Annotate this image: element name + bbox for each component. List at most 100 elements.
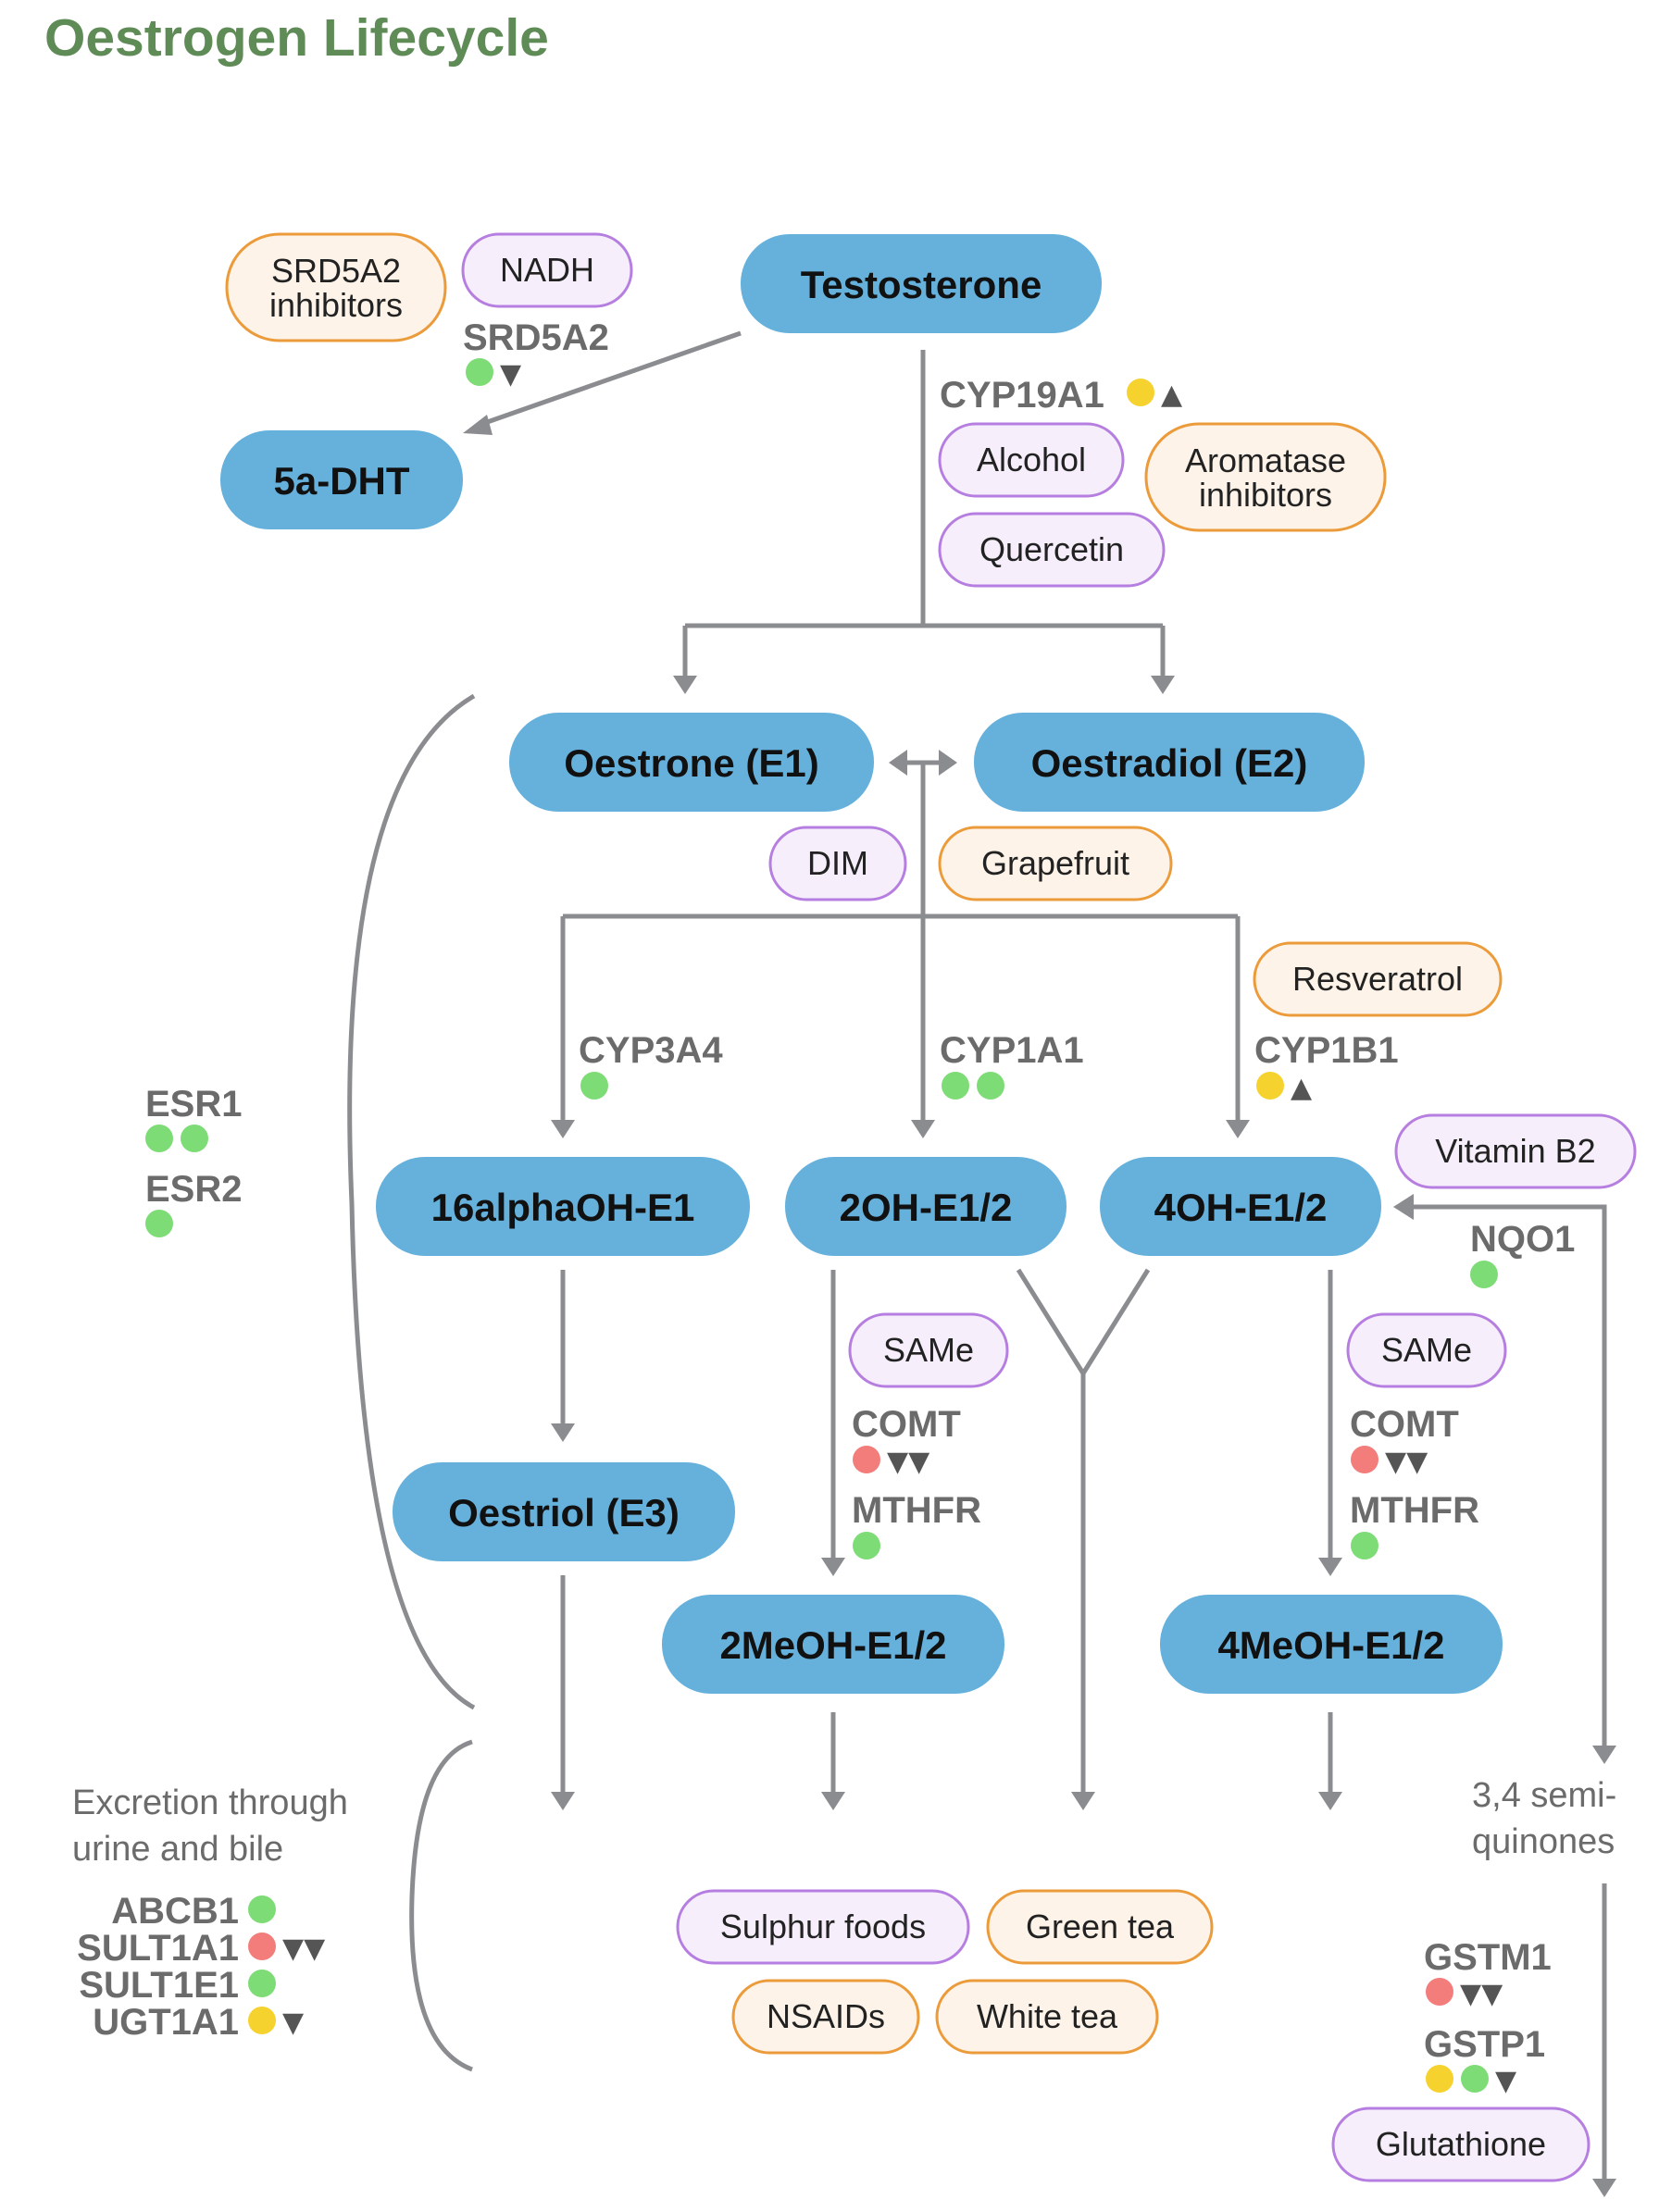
pill-sulphur-foods-label: Sulphur foods xyxy=(720,1908,926,1945)
arrow-head-16oh xyxy=(551,1120,575,1138)
connectors xyxy=(347,330,1616,2197)
node-testosterone-label: Testosterone xyxy=(801,263,1042,306)
pill-grapefruit: Grapefruit xyxy=(938,826,1173,901)
gene-esr2-dot xyxy=(145,1210,173,1237)
node-4oh: 4OH-E1/2 xyxy=(1100,1157,1381,1256)
gene-srd5a2-name: SRD5A2 xyxy=(463,317,609,358)
pill-nadh: NADH xyxy=(461,232,633,308)
gene-mthfr-right-dot xyxy=(1351,1532,1378,1560)
pill-vitamin-b2-label: Vitamin B2 xyxy=(1435,1132,1595,1170)
node-4meoh-label: 4MeOH-E1/2 xyxy=(1217,1623,1444,1667)
pill-nsaids-label: NSAIDs xyxy=(767,1997,885,2035)
gene-abcb1-dot xyxy=(248,1895,276,1923)
nqo1-loop xyxy=(1412,1204,1607,1747)
pill-glutathione: Glutathione xyxy=(1331,2106,1590,2182)
gene-esr1-dot-1 xyxy=(145,1125,173,1152)
gene-nqo1: NQO1 xyxy=(1470,1219,1575,1288)
gene-cyp19a1-dot xyxy=(1127,379,1154,406)
pill-srd5a2-inhibitors: SRD5A2 inhibitors xyxy=(225,232,447,342)
arrow-head-2meoh-down xyxy=(821,1792,845,1810)
node-4oh-label: 4OH-E1/2 xyxy=(1154,1186,1328,1229)
gene-mthfr-left-dot xyxy=(853,1532,880,1560)
pill-white-tea-label: White tea xyxy=(977,1997,1118,2035)
gene-esr1-name: ESR1 xyxy=(145,1084,243,1125)
gene-cyp1b1-name: CYP1B1 xyxy=(1254,1030,1399,1071)
gene-mthfr-right: MTHFR xyxy=(1350,1490,1479,1560)
pill-white-tea: White tea xyxy=(935,1979,1159,2055)
gene-abcb1: ABCB1 xyxy=(111,1891,276,1932)
plain-labels: Excretion through urine and bile 3,4 sem… xyxy=(72,1776,1616,1869)
gene-comt-right-dot xyxy=(1351,1446,1378,1473)
pill-dim-label: DIM xyxy=(807,844,868,882)
gene-cyp1b1-dot xyxy=(1256,1072,1284,1100)
gene-ugt1a1-arrows: ▼ xyxy=(282,2007,304,2039)
node-5a-dht: 5a-DHT xyxy=(220,430,463,529)
node-5a-dht-label: 5a-DHT xyxy=(273,459,409,503)
gene-esr1: ESR1 xyxy=(145,1084,243,1152)
pill-same-left: SAMe xyxy=(848,1312,1009,1388)
gene-cyp1b1-arrows: ▲ xyxy=(1291,1072,1312,1104)
gene-sult1a1-arrows: ▼▼ xyxy=(282,1932,325,1965)
arrow-head-nqo1 xyxy=(1393,1194,1414,1220)
gene-comt-left-dot xyxy=(853,1446,880,1473)
node-4meoh: 4MeOH-E1/2 xyxy=(1160,1595,1503,1694)
gene-sult1a1-dot xyxy=(248,1932,276,1960)
node-oestradiol-label: Oestradiol (E2) xyxy=(1031,741,1308,785)
node-2meoh: 2MeOH-E1/2 xyxy=(662,1595,1004,1694)
gene-gstp1-dot-2 xyxy=(1461,2065,1489,2093)
pill-same-left-label: SAMe xyxy=(883,1331,974,1369)
node-oestriol: Oestriol (E3) xyxy=(393,1462,735,1561)
pill-quercetin: Quercetin xyxy=(938,512,1166,588)
gene-gstm1-name: GSTM1 xyxy=(1424,1937,1552,1978)
gene-sult1e1-name: SULT1E1 xyxy=(79,1965,239,2006)
page-title: Oestrogen Lifecycle xyxy=(44,8,549,68)
arrow-head-4meoh-down xyxy=(1318,1792,1342,1810)
gene-gstp1-dot-1 xyxy=(1426,2065,1453,2093)
node-oestrone: Oestrone (E1) xyxy=(509,713,874,812)
label-semiquinones-line2: quinones xyxy=(1472,1822,1615,1861)
arrow-head-e2 xyxy=(1151,676,1175,694)
arrow-head-e1 xyxy=(673,676,697,694)
arrow-testosterone-to-dht xyxy=(476,330,742,429)
pill-nsaids: NSAIDs xyxy=(731,1979,920,2055)
pill-same-right: SAMe xyxy=(1346,1312,1507,1388)
y-merge xyxy=(1016,1268,1151,1378)
gene-comt-right-name: COMT xyxy=(1350,1404,1459,1445)
pill-glutathione-label: Glutathione xyxy=(1376,2125,1546,2163)
gene-comt-left-name: COMT xyxy=(852,1404,961,1445)
gene-nqo1-dot xyxy=(1470,1261,1498,1288)
gene-cyp3a4: CYP3A4 xyxy=(579,1030,723,1100)
arrow-head-dht xyxy=(463,415,493,435)
gene-gstm1-dot xyxy=(1426,1978,1453,2006)
gene-nqo1-name: NQO1 xyxy=(1470,1219,1575,1260)
gene-mthfr-left: MTHFR xyxy=(852,1490,981,1560)
gene-comt-left-arrows: ▼▼ xyxy=(887,1446,929,1478)
pill-alcohol: Alcohol xyxy=(938,422,1125,498)
gene-srd5a2: SRD5A2 ▼ xyxy=(463,317,609,391)
pill-quercetin-label: Quercetin xyxy=(979,530,1124,568)
pathway-nodes: Testosterone 5a-DHT Oestrone (E1) Oestra… xyxy=(220,234,1503,1694)
arrow-head-right-e1e2 xyxy=(939,750,957,776)
gene-esr2-name: ESR2 xyxy=(145,1169,243,1210)
node-2oh-label: 2OH-E1/2 xyxy=(840,1186,1013,1229)
pill-grapefruit-label: Grapefruit xyxy=(981,844,1129,882)
gene-comt-right-arrows: ▼▼ xyxy=(1385,1446,1428,1478)
gene-srd5a2-arrows: ▼ xyxy=(500,358,521,391)
gene-ugt1a1-dot xyxy=(248,2007,276,2034)
gene-sult1e1-dot xyxy=(248,1970,276,1997)
gene-gstp1-arrows: ▼ xyxy=(1495,2065,1516,2097)
pill-dim: DIM xyxy=(768,826,907,901)
pill-srd5a2-inhibitors-line1: SRD5A2 xyxy=(271,252,401,290)
gene-cyp1a1: CYP1A1 xyxy=(940,1030,1084,1100)
pill-alcohol-label: Alcohol xyxy=(977,441,1086,478)
arrow-head-2oh xyxy=(911,1120,935,1138)
pill-green-tea-label: Green tea xyxy=(1026,1908,1175,1945)
gene-cyp19a1-arrows: ▲ xyxy=(1161,379,1182,411)
pill-srd5a2-inhibitors-line2: inhibitors xyxy=(269,286,403,324)
gene-esr2: ESR2 xyxy=(145,1169,243,1237)
arrow-head-left-e1e2 xyxy=(889,750,907,776)
gene-mthfr-left-name: MTHFR xyxy=(852,1490,981,1531)
node-16alphaoh-label: 16alphaOH-E1 xyxy=(431,1186,695,1229)
pill-sulphur-foods: Sulphur foods xyxy=(676,1889,970,1965)
pill-aromatase-line1: Aromatase xyxy=(1185,441,1346,479)
